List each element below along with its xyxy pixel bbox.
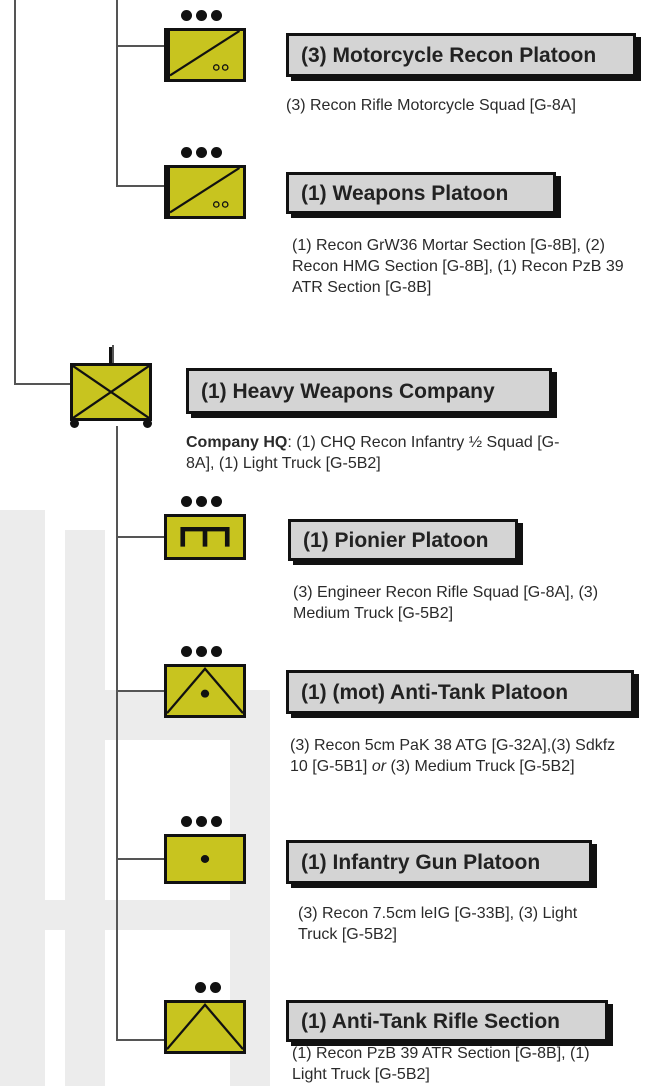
tree-connector [116,185,164,187]
platoon-size-indicator [181,816,222,830]
company-hq-label: Company HQ [186,434,288,451]
unit-description: (3) Recon 7.5cm leIG [G-33B], (3) Light … [298,905,578,943]
unit-description: Company HQ: (1) CHQ Recon Infantry ½ Squ… [186,434,560,472]
platoon-size-indicator [181,646,222,660]
tree-connector [14,383,70,385]
wheel-icon [70,419,79,428]
unit-description: (3) Recon Rifle Motorcycle Squad [G-8A] [286,97,576,114]
unit-description: (3) Engineer Recon Rifle Squad [G-8A], (… [293,584,599,622]
unit-description: (1) Recon GrW36 Mortar Section [G-8B], (… [292,237,624,296]
unit-title: (3) Motorcycle Recon Platoon [301,43,597,67]
tree-connector [116,426,118,1041]
motorized-infantry-icon [70,363,152,421]
section-size-indicator [195,982,221,996]
tree-connector [112,345,114,363]
unit-title-box: (1) (mot) Anti-Tank Platoon [286,670,634,714]
engineer-icon [164,514,246,560]
tree-connector [14,0,16,385]
wheel-icon [143,419,152,428]
tree-connector [116,1039,164,1041]
tree-connector [116,690,164,692]
watermark-shape [40,900,270,930]
unit-title: (1) Pionier Platoon [303,528,489,552]
unit-title-box: (1) Infantry Gun Platoon [286,840,592,884]
motorcycle-recon-icon [164,165,246,219]
platoon-size-indicator [181,496,222,510]
unit-description: (3) Recon 5cm PaK 38 ATG [G-32A],(3) Sdk… [290,737,616,775]
unit-title: (1) Heavy Weapons Company [201,379,495,403]
unit-title-box: (1) Weapons Platoon [286,172,556,214]
company-size-tick [109,347,112,363]
platoon-size-indicator [181,147,222,161]
motorcycle-recon-icon [164,28,246,82]
anti-tank-icon [164,664,246,718]
tree-connector [116,858,164,860]
unit-title-box: (3) Motorcycle Recon Platoon [286,33,636,77]
unit-title-box: (1) Pionier Platoon [288,519,518,561]
unit-title-box: (1) Heavy Weapons Company [186,368,552,414]
watermark-shape [65,530,105,1086]
platoon-size-indicator [181,10,222,24]
unit-title: (1) (mot) Anti-Tank Platoon [301,680,569,704]
tree-connector [116,45,164,47]
watermark-shape [0,510,45,1086]
unit-description: (1) Recon PzB 39 ATR Section [G-8B], (1)… [292,1045,590,1083]
unit-title: (1) Weapons Platoon [301,181,509,205]
unit-title: (1) Anti-Tank Rifle Section [301,1009,561,1033]
anti-tank-icon [164,1000,246,1054]
unit-title: (1) Infantry Gun Platoon [301,850,541,874]
tree-connector [116,0,118,187]
unit-title-box: (1) Anti-Tank Rifle Section [286,1000,608,1042]
infantry-gun-icon [164,834,246,884]
tree-connector [116,536,164,538]
